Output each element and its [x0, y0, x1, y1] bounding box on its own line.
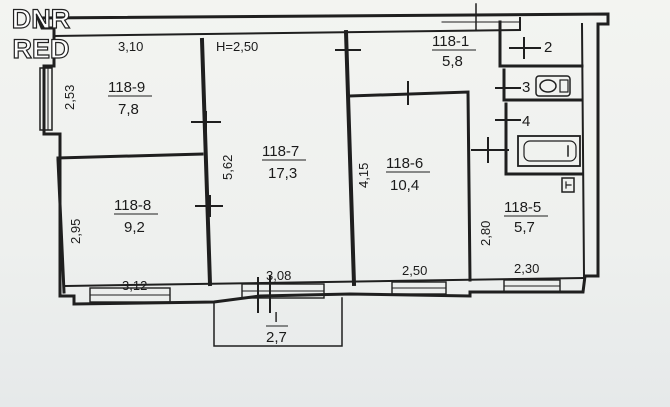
stove-mark: [565, 181, 572, 189]
room-id-8: 118-8: [114, 197, 151, 214]
room-id-9: 118-9: [108, 79, 145, 96]
toilet-bowl: [539, 79, 557, 93]
dnr-red-logo: DNR RED: [11, 3, 71, 64]
toilet-tank: [535, 75, 571, 97]
logo-line2: RED: [12, 34, 69, 64]
room-area-8: 9,2: [124, 219, 145, 236]
dim-room6-height: 4,15: [356, 163, 371, 188]
dim-bottom-right2: 2,30: [514, 261, 539, 276]
wall-room4: [504, 102, 584, 176]
left-window-lines: [43, 67, 49, 131]
height-note: H=2,50: [216, 39, 258, 54]
bathtub-inner: [523, 140, 577, 162]
room-id-7: 118-7: [262, 143, 299, 160]
door-mark-2: [195, 195, 223, 217]
dim-bottom-left: 3,12: [122, 278, 147, 293]
room-area-6: 10,4: [390, 177, 419, 194]
bottom-wall-inner: [64, 276, 585, 288]
logo-line1: DNR: [12, 4, 71, 34]
room-id-5: 118-5: [504, 199, 541, 216]
room-area-9: 7,8: [118, 101, 139, 118]
outer-wall: [35, 12, 610, 306]
small-room-3: 3: [522, 79, 530, 96]
balcony-door-mark: [257, 275, 271, 313]
toilet-tank-box: [559, 79, 569, 93]
wall-left-rooms: [199, 37, 213, 287]
wall-9-8: [56, 152, 204, 160]
balcony-area: 2,7: [266, 329, 287, 346]
wall-room3: [502, 68, 584, 102]
top-wall-inner: [52, 28, 522, 38]
door-mark-6: [509, 37, 541, 59]
dim-left-upper: 2,53: [62, 85, 77, 110]
room-area-1: 5,8: [442, 53, 463, 70]
dim-top-left: 3,10: [118, 39, 143, 54]
dim-left-lower: 2,95: [68, 219, 83, 244]
door-mark-1: [191, 111, 221, 135]
wall-6-top: [348, 90, 472, 282]
stove: [561, 177, 575, 193]
left-room-wall: [56, 158, 66, 294]
room-area-5: 5,7: [514, 219, 535, 236]
room-area-7: 17,3: [268, 165, 297, 182]
dim-room7-height: 5,62: [220, 155, 235, 180]
room-id-1: 118-1: [432, 33, 469, 50]
dim-room5-height: 2,80: [478, 221, 493, 246]
room-id-6: 118-6: [386, 155, 423, 172]
wall-room2: [498, 20, 584, 68]
dim-bottom-right1: 2,50: [402, 263, 427, 278]
left-window: [39, 67, 53, 131]
small-room-2: 2: [544, 39, 552, 56]
right-wall-inner-2: [580, 22, 586, 278]
wall-7-6: [343, 29, 357, 287]
door-mark-5: [471, 137, 509, 163]
dim-bottom-middle: 3,08: [266, 268, 291, 283]
balcony-outline: [213, 297, 343, 347]
bathtub: [517, 135, 581, 167]
small-room-4: 4: [522, 113, 530, 130]
balcony-id: I: [274, 309, 278, 326]
